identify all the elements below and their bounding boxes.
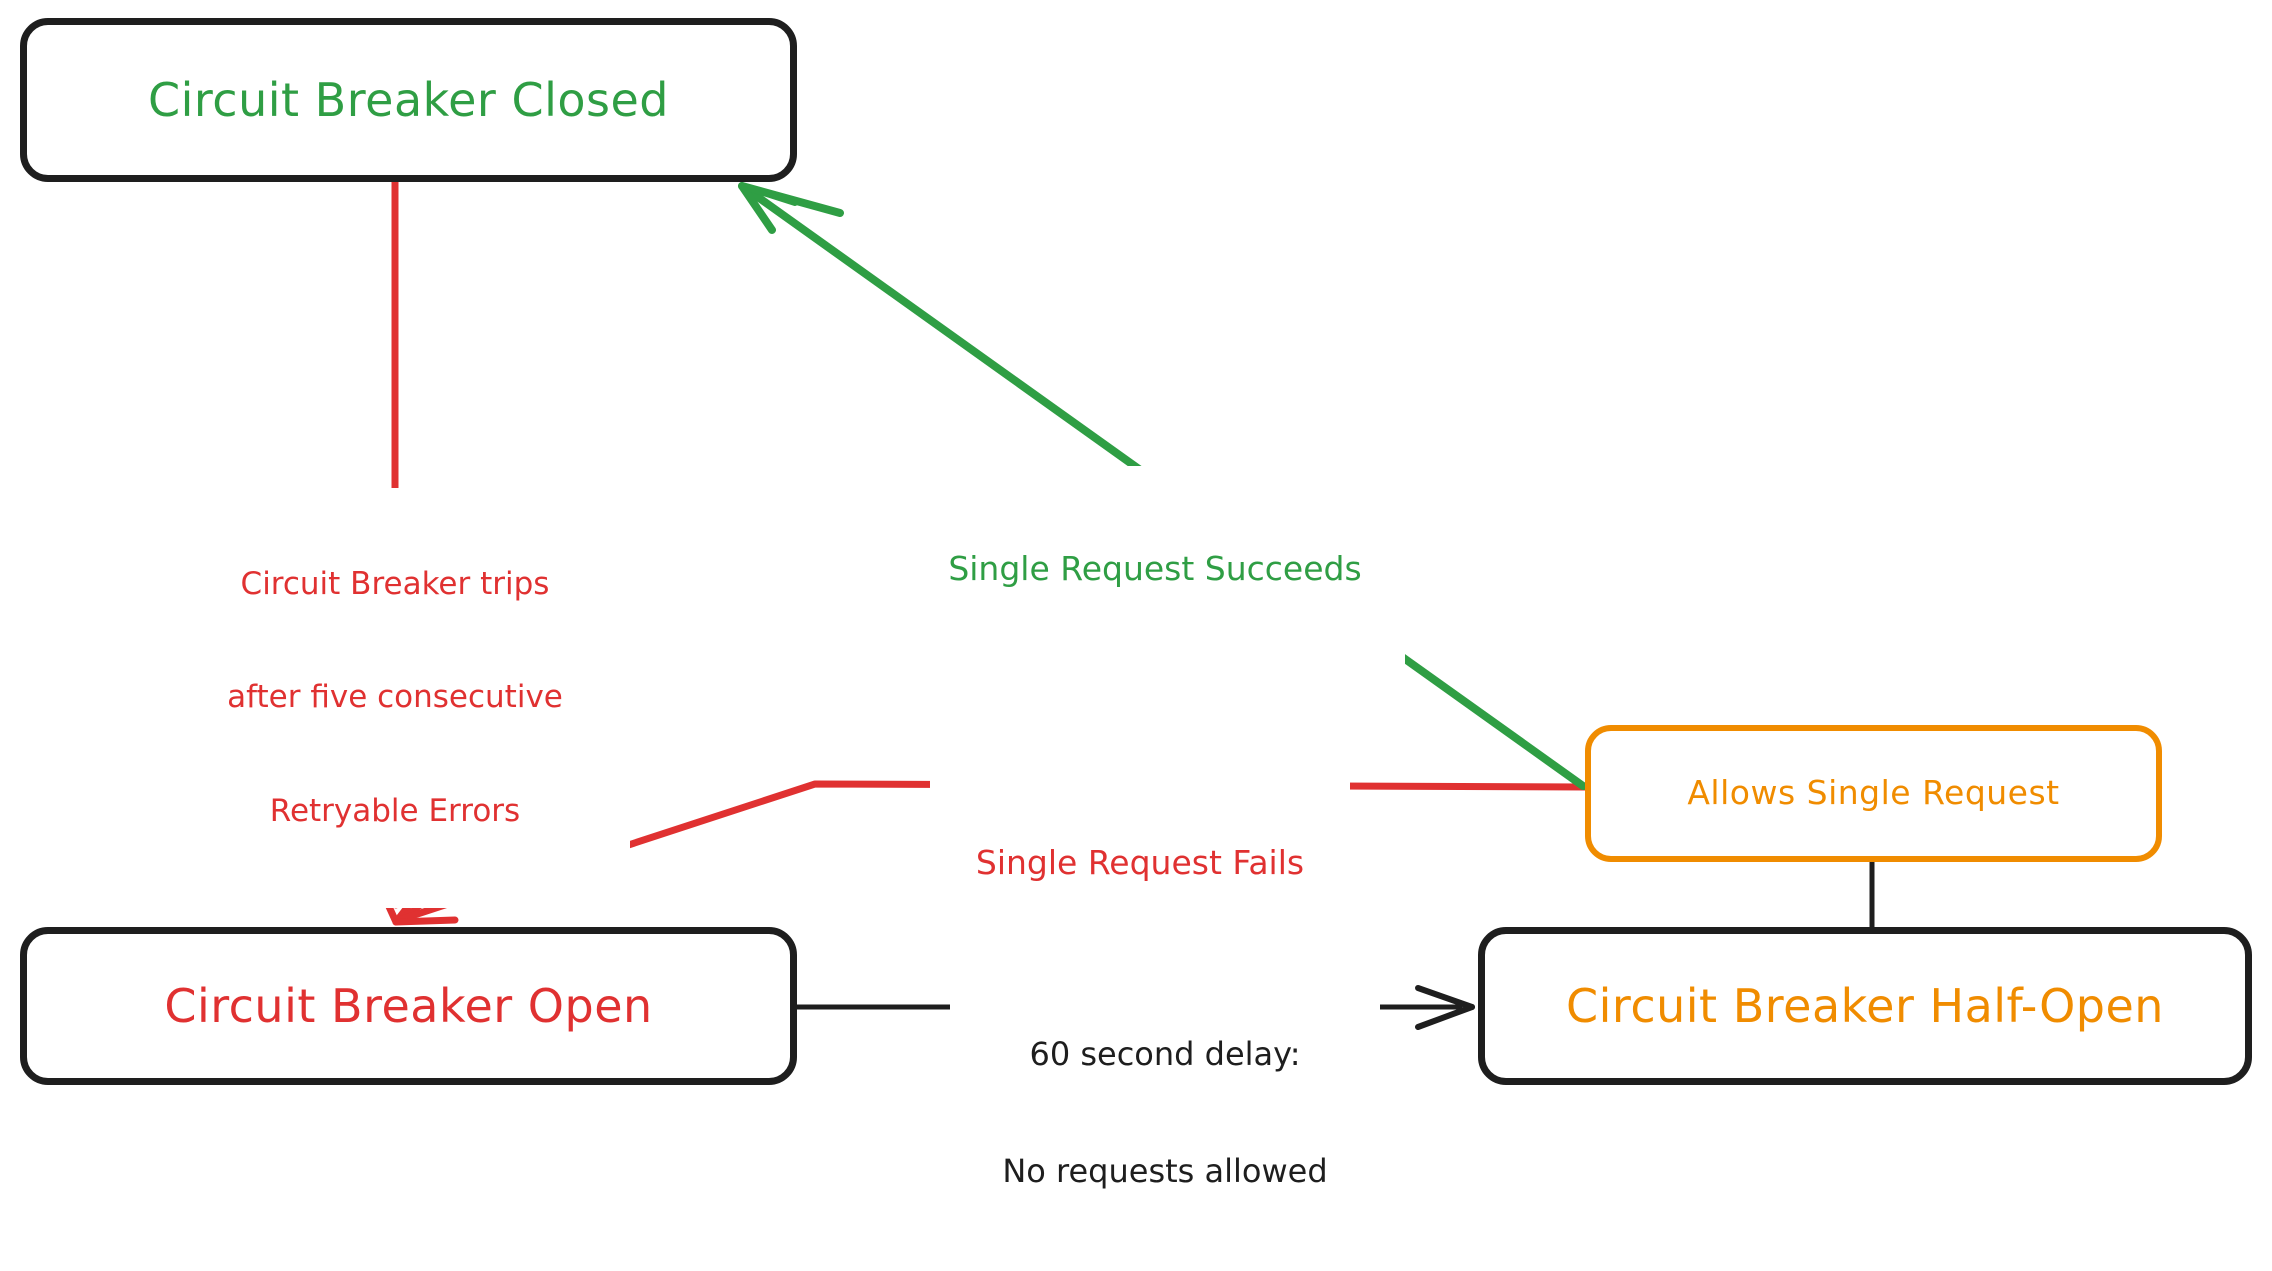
node-circuit-breaker-closed-label: Circuit Breaker Closed	[148, 72, 669, 127]
diagram-canvas: Circuit Breaker Closed Circuit Breaker O…	[20, 18, 2252, 1191]
node-circuit-breaker-open[interactable]: Circuit Breaker Open	[20, 927, 797, 1085]
node-circuit-breaker-open-label: Circuit Breaker Open	[164, 978, 653, 1033]
node-circuit-breaker-half-open[interactable]: Circuit Breaker Half-Open	[1478, 927, 2252, 1085]
node-allows-single-request-label: Allows Single Request	[1687, 773, 2060, 813]
edge-label-circuit-breaker-trips: Circuit Breaker trips after five consecu…	[160, 488, 630, 908]
edge-label-60-second-delay: 60 second delay: No requests allowed	[950, 955, 1380, 1271]
edge-label-trips-line-3: Retryable Errors	[269, 792, 521, 829]
edge-label-fails-line-1: Single Request Fails	[975, 842, 1305, 882]
edge-label-delay-line-1: 60 second delay:	[1029, 1035, 1301, 1074]
node-allows-single-request[interactable]: Allows Single Request	[1585, 725, 2162, 862]
edge-label-succeeds-line-1: Single Request Succeeds	[948, 548, 1362, 588]
edge-label-trips-line-2: after five consecutive	[227, 679, 563, 716]
edge-label-trips-line-1: Circuit Breaker trips	[240, 565, 550, 602]
edge-label-delay-line-2: No requests allowed	[1002, 1152, 1328, 1191]
edge-label-single-request-fails: Single Request Fails	[930, 760, 1350, 966]
node-circuit-breaker-closed[interactable]: Circuit Breaker Closed	[20, 18, 797, 182]
node-circuit-breaker-half-open-label: Circuit Breaker Half-Open	[1566, 978, 2164, 1033]
edge-label-single-request-succeeds: Single Request Succeeds	[905, 466, 1405, 672]
